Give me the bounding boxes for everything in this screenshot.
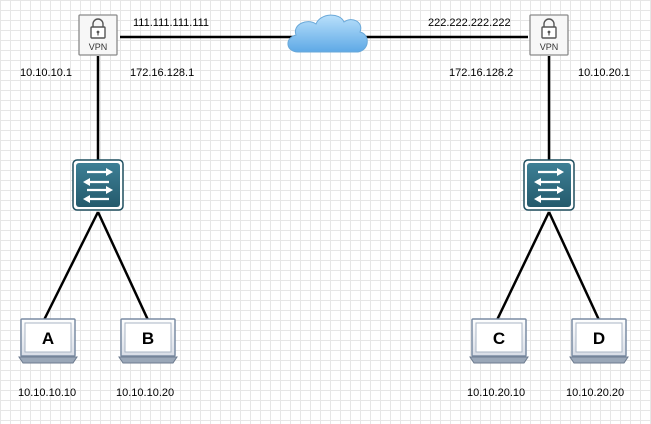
switch-arrows-icon [83, 168, 113, 203]
host-letter-b: B [142, 329, 154, 348]
lan-ip-left: 10.10.10.1 [20, 67, 72, 79]
host-letter-c: C [493, 329, 505, 348]
keyboard-icon [18, 356, 78, 364]
tunnel-ip-right: 172.16.128.2 [449, 67, 513, 79]
public-ip-left: 111.111.111.111 [133, 17, 209, 29]
host-letter-d: D [593, 329, 605, 348]
switch-to-host-b [96, 211, 150, 321]
host-ip-b: 10.10.10.20 [116, 387, 174, 399]
tunnel-ip-left: 172.16.128.1 [130, 67, 194, 79]
switch-to-host-a [42, 211, 100, 321]
host-ip-a: 10.10.10.10 [18, 387, 76, 399]
host-d[interactable]: D [569, 318, 629, 364]
lock-icon [541, 18, 557, 39]
vpn-label-left: VPN [89, 42, 108, 52]
host-letter-a: A [42, 329, 54, 348]
vpn-router-left[interactable]: VPN [78, 14, 118, 56]
lock-icon [90, 18, 106, 39]
host-ip-d: 10.10.20.20 [566, 387, 624, 399]
keyboard-icon [569, 356, 629, 364]
switch-right[interactable] [523, 159, 575, 211]
keyboard-icon [469, 356, 529, 364]
keyboard-icon [118, 356, 178, 364]
host-a[interactable]: A [18, 318, 78, 364]
switch-to-host-d [547, 211, 601, 321]
public-ip-right: 222.222.222.222 [428, 17, 511, 29]
host-b[interactable]: B [118, 318, 178, 364]
lan-ip-right: 10.10.20.1 [578, 67, 630, 79]
switch-left[interactable] [72, 159, 124, 211]
vpn-router-right[interactable]: VPN [529, 14, 569, 56]
links [42, 35, 601, 321]
cloud-icon [287, 14, 368, 53]
switch-arrows-icon [534, 168, 564, 203]
switch-to-host-c [495, 211, 551, 321]
host-ip-c: 10.10.20.10 [467, 387, 525, 399]
vpn-label-right: VPN [540, 42, 559, 52]
host-c[interactable]: C [469, 318, 529, 364]
